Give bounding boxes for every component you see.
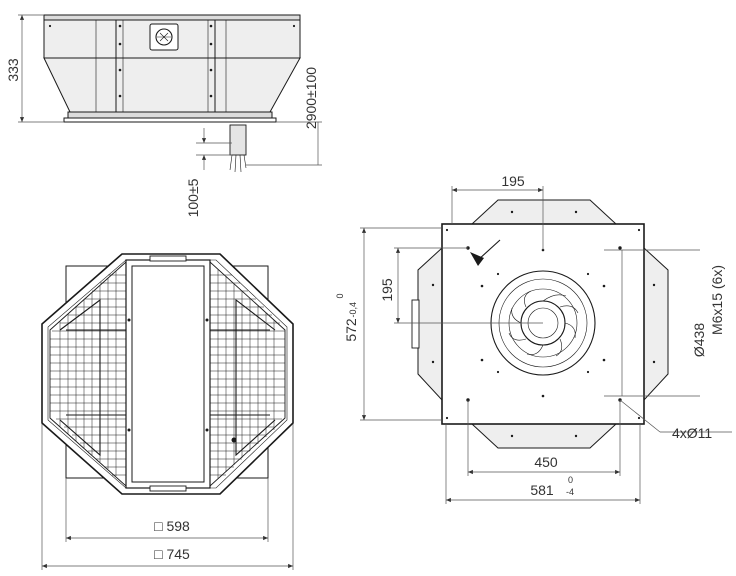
dim-572-tol-upper: 0 [335, 293, 345, 298]
dim-top-195: 195 [501, 173, 525, 189]
dim-450: 450 [534, 454, 558, 470]
right-grille [209, 260, 286, 488]
bottom-view-dimensions: 195 572 0 -0,4 195 Ø438 M6x15 (6x) 4xØ11… [335, 173, 732, 504]
dim-745: □ 745 [154, 546, 190, 562]
dim-581-tol-lower: -4 [566, 487, 574, 497]
dim-left-195: 195 [379, 278, 395, 302]
bottom-view [411, 199, 669, 449]
dim-581-tol-upper: 0 [568, 475, 573, 485]
dim-100: 100±5 [185, 178, 201, 217]
dim-2900: 2900±100 [303, 67, 319, 129]
side-view-dimensions: 333 2900±100 100±5 [5, 14, 322, 217]
top-view-dimensions: □ 598 □ 745 [41, 424, 294, 570]
side-view [43, 14, 301, 173]
dim-438: Ø438 [691, 323, 707, 357]
dim-333: 333 [5, 58, 21, 82]
dim-572: 572 [343, 318, 359, 342]
dim-581: 581 [530, 482, 554, 498]
dim-thread: M6x15 (6x) [709, 265, 725, 335]
dim-598: □ 598 [154, 518, 190, 534]
left-grille [49, 260, 127, 488]
top-view [41, 253, 294, 495]
dim-572-tol-lower: -0,4 [348, 302, 358, 318]
dim-holes: 4xØ11 [672, 425, 712, 441]
